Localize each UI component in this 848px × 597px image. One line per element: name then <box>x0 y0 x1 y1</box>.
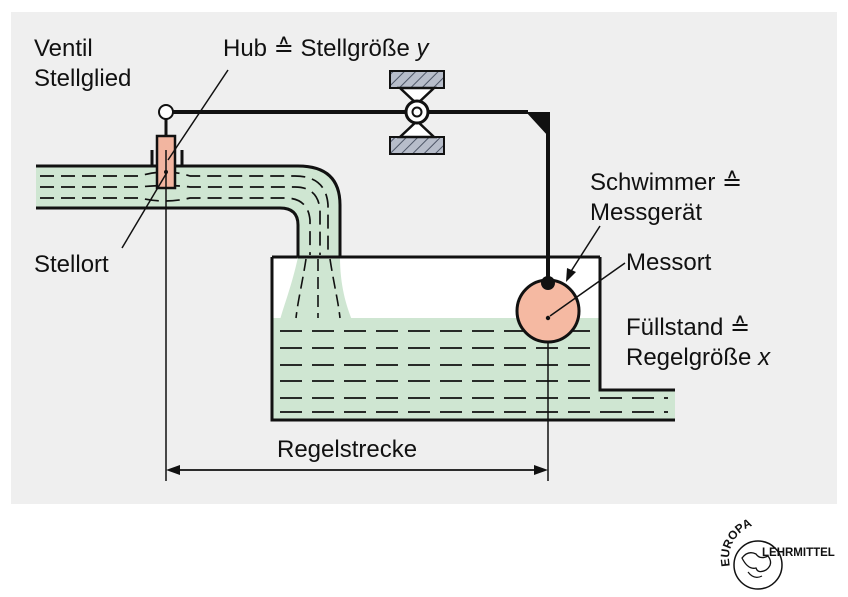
label-messort: Messort <box>626 249 712 276</box>
logo-bottom-text: LEHRMITTEL <box>762 547 835 559</box>
lever-rod <box>173 110 550 283</box>
label-regelstrecke: Regelstrecke <box>277 436 417 463</box>
label-stellglied: Stellglied <box>34 65 131 92</box>
europa-lehrmittel-logo: EUROPA LEHRMITTEL <box>718 516 835 590</box>
label-ventil: Ventil <box>34 35 93 62</box>
label-messgeraet: Messgerät <box>590 199 702 226</box>
label-regelgroesse: Regelgröße x <box>626 344 771 371</box>
leader-lines <box>121 69 626 317</box>
pivot-bearing <box>389 70 445 155</box>
label-hub: Hub ≙ Stellgröße y <box>223 35 431 62</box>
label-schwimmer: Schwimmer ≙ <box>590 169 742 196</box>
valve <box>150 104 184 190</box>
water-stream <box>280 257 352 320</box>
label-fuellstand: Füllstand ≙ <box>626 314 750 341</box>
label-stellort: Stellort <box>34 251 109 278</box>
dimension-line <box>165 172 549 481</box>
pointer-arrow <box>566 268 576 282</box>
inlet-pipe <box>36 164 342 259</box>
globe-icon <box>733 540 783 590</box>
